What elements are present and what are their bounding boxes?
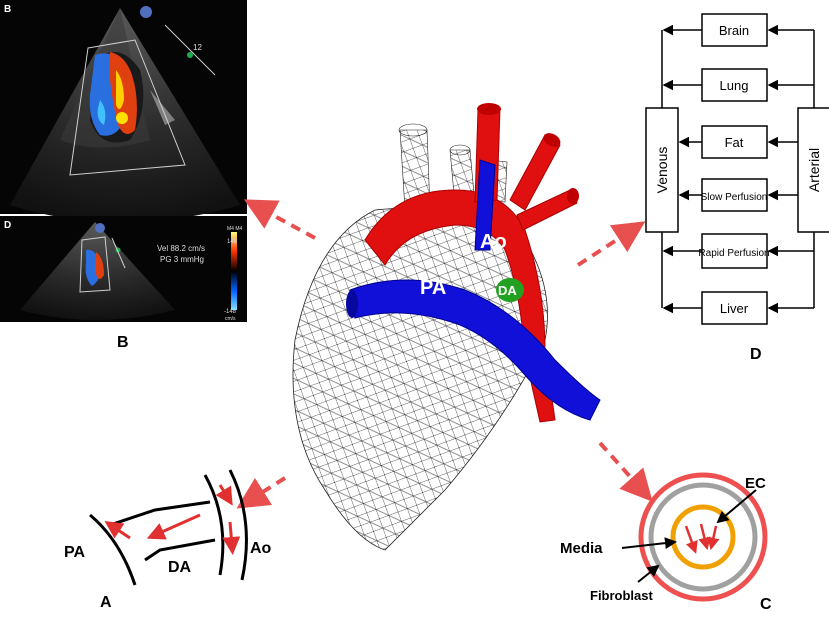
- venous-label: Venous: [654, 147, 670, 194]
- echo-vel-readout: Vel 88.2 cm/s: [157, 244, 205, 253]
- compartment-label-liver: Liver: [720, 301, 749, 316]
- echo-scale-bottom: -148: [224, 309, 237, 315]
- compartment-label-fat: Fat: [725, 135, 744, 150]
- echo-depth-mark: 12: [193, 43, 202, 52]
- arrow-to-d: [576, 221, 646, 267]
- arterial-box: [797, 107, 829, 233]
- arterial-label: Arterial: [806, 148, 822, 192]
- pulmonary-artery: [346, 159, 601, 421]
- panel-letter-a: A: [100, 594, 112, 611]
- ductus-schematic-svg: PA DA Ao: [64, 469, 272, 586]
- ductus-arteriosus: [496, 278, 524, 302]
- echo-image: 12 B D Vel 88.2 cm/s PG 3 mmHg M4 M4 148…: [0, 0, 247, 322]
- label-ec: EC: [745, 475, 766, 492]
- compartment-liver: [662, 291, 814, 325]
- aorta: [364, 103, 579, 423]
- arrow-to-c: [598, 441, 653, 502]
- echo-panel: 12 B D Vel 88.2 cm/s PG 3 mmHg M4 M4 148…: [0, 0, 247, 322]
- compartment-brain: [662, 13, 814, 47]
- echo-frame-letter-d: D: [4, 220, 11, 231]
- echo-frame-letter-b: B: [4, 4, 11, 15]
- echo-scale-mode: M4 M4: [227, 226, 243, 232]
- compartment-lung: [662, 68, 814, 102]
- panel-letter-d: D: [750, 346, 762, 363]
- echo-pg-readout: PG 3 mmHg: [160, 255, 204, 264]
- schematic-label-pa: PA: [64, 544, 85, 561]
- compartment-slow-perfusion: [678, 178, 798, 212]
- heart-svg: DA Ao PA: [292, 103, 601, 551]
- vessel-cross-section-svg: EC Media Fibroblast: [560, 472, 768, 603]
- compartment-label-lung: Lung: [720, 78, 749, 93]
- compartment-label-rapid-perfusion: Rapid Perfusion: [698, 248, 769, 259]
- panel-letter-b: B: [117, 334, 129, 351]
- label-media: Media: [560, 540, 603, 557]
- echo-scale-unit: cm/s: [225, 316, 236, 322]
- venous-box: [645, 107, 679, 233]
- vessel-cross-section: EC Media Fibroblast: [560, 470, 790, 610]
- label-fibroblast: Fibroblast: [590, 588, 654, 603]
- panel-letter-c: C: [760, 596, 772, 613]
- echo-scale-top: 148: [227, 239, 238, 245]
- arrow-to-b: [243, 199, 316, 240]
- schematic-label-ao: Ao: [250, 540, 272, 557]
- velocity-color-scale: [231, 232, 237, 310]
- heart-model: DA Ao PA: [255, 90, 615, 560]
- label-ao: Ao: [480, 231, 507, 253]
- compartment-rapid-perfusion: [662, 233, 814, 269]
- compartment-fat: [678, 125, 798, 159]
- schematic-label-da: DA: [168, 559, 192, 576]
- label-pa: PA: [420, 277, 446, 299]
- pbpk-svg: Brain Lung Fat Slow Perfusion Rapid Perf…: [645, 13, 829, 325]
- ductus-schematic: PA DA Ao: [60, 460, 290, 610]
- label-da: DA: [498, 283, 517, 298]
- compartment-label-slow-perfusion: Slow Perfusion: [701, 192, 768, 203]
- arrow-to-a: [236, 476, 287, 509]
- compartment-label-brain: Brain: [719, 23, 749, 38]
- pbpk-model: Brain Lung Fat Slow Perfusion Rapid Perf…: [640, 10, 829, 340]
